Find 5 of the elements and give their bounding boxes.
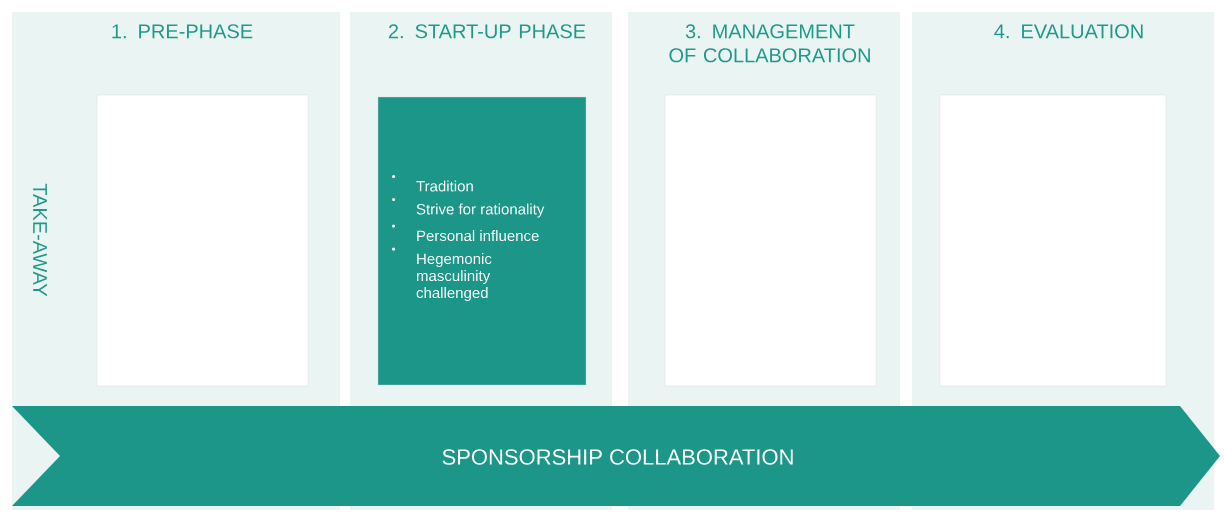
side-label: TAKE-AWAY [33, 183, 47, 297]
empty-card [96, 94, 309, 387]
empty-card [664, 94, 877, 387]
text-card: Tradition Strive for rationality Personal influence Hegemonic masculinity challenged [377, 96, 587, 386]
empty-card [939, 94, 1167, 387]
